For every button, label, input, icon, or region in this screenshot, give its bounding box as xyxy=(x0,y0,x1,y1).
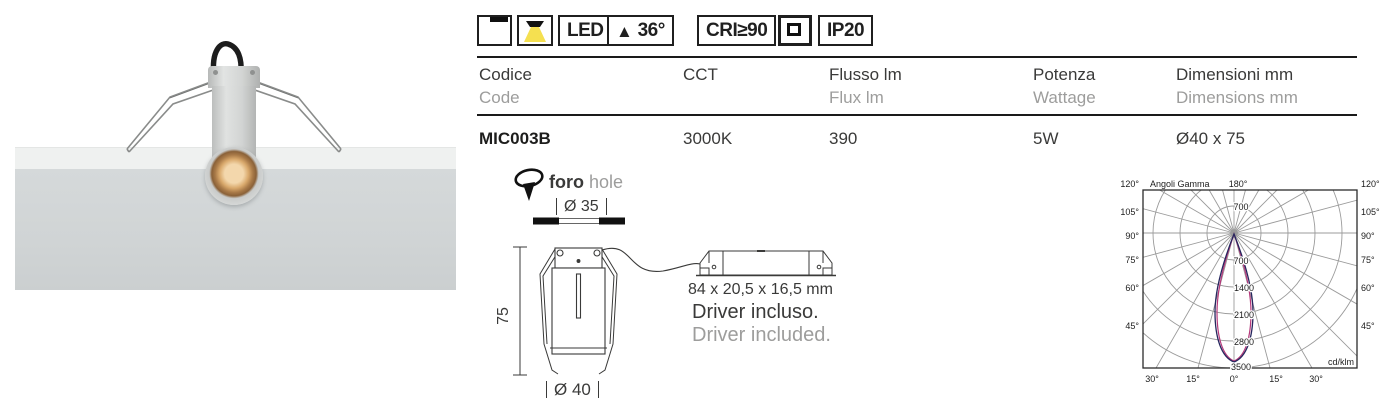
height-dim-label: 75 xyxy=(495,307,512,325)
angle-label-15-bl: 15° xyxy=(1186,374,1200,384)
technical-drawing: 75 xyxy=(495,246,836,376)
driver-note-it: Driver incluso. xyxy=(692,301,819,323)
header-dimensions: Dimensions mm xyxy=(1176,88,1298,107)
recessed-mount-icon xyxy=(477,15,512,46)
angle-label-60-left: 60° xyxy=(1125,283,1139,293)
cri-badge: CRI≥90 xyxy=(697,15,777,46)
table-row: MIC003B 3000K 390 5W Ø40 x 75 xyxy=(477,116,1357,149)
photometric-polar-chart: 120° Angoli Gamma 180° 120° 105° 90° 75°… xyxy=(1120,179,1380,384)
power-cable xyxy=(210,40,244,77)
hole-diameter-dim: Ø 35 xyxy=(556,198,607,215)
height-dimension-line xyxy=(513,246,527,376)
panel-section-with-hole xyxy=(533,217,625,225)
hole-label-it: foro xyxy=(549,172,584,192)
drawing-fixture xyxy=(550,247,607,355)
angle-label-15-br: 15° xyxy=(1269,374,1283,384)
angle-label-75-left: 75° xyxy=(1125,255,1139,265)
radial-tick-2100: 2100 xyxy=(1234,310,1254,320)
header-wattage: Wattage xyxy=(1033,88,1096,107)
hole-label-en: hole xyxy=(589,172,624,192)
fixture-cap xyxy=(208,66,260,88)
angle-label-120-right-top: 120° xyxy=(1361,179,1380,189)
angle-label-90-left: 90° xyxy=(1125,231,1139,241)
header-code: Code xyxy=(479,88,520,107)
beam-curve-c0 xyxy=(1214,232,1254,363)
angle-label-30-bl: 30° xyxy=(1145,374,1159,384)
chart-border xyxy=(1142,189,1358,369)
header-codice: Codice xyxy=(479,65,532,84)
led-badge: LED xyxy=(558,15,613,46)
beam-curve-c90 xyxy=(1216,232,1252,362)
angle-label-30-br: 30° xyxy=(1309,374,1323,384)
col-potenza: Potenza Wattage xyxy=(1033,63,1176,108)
radial-tick-700: 700 xyxy=(1233,256,1248,266)
class-ii-inner-square xyxy=(787,23,801,36)
angle-label-75-right: 75° xyxy=(1361,255,1375,265)
hole-label: foro hole xyxy=(549,172,623,193)
hole-drill-icon xyxy=(514,168,544,201)
radial-tick-1400: 1400 xyxy=(1234,283,1254,293)
angle-label-120-left-top: 120° xyxy=(1120,179,1139,189)
ip-badge: IP20 xyxy=(818,15,874,46)
angle-label-105-right: 105° xyxy=(1361,207,1380,217)
triangle-icon: ▲ xyxy=(616,22,633,41)
spec-table-header: Codice Code CCT Flusso lm Flux lm Potenz… xyxy=(477,56,1357,116)
angle-label-60-right: 60° xyxy=(1361,283,1375,293)
header-potenza: Potenza xyxy=(1033,65,1096,84)
class-ii-double-insulation-icon xyxy=(778,15,812,46)
radial-tick-2800: 2800 xyxy=(1234,337,1254,347)
cap-screw-left xyxy=(213,70,218,75)
header-cct-sub xyxy=(683,87,829,108)
drawing-spring-clips xyxy=(539,248,618,375)
driver-note-en: Driver included. xyxy=(692,324,831,346)
cell-cct: 3000K xyxy=(683,129,733,148)
cell-code: MIC003B xyxy=(479,129,551,148)
spec-table: Codice Code CCT Flusso lm Flux lm Potenz… xyxy=(477,56,1357,149)
angle-label-90-right: 90° xyxy=(1361,231,1375,241)
angle-label-45-left: 45° xyxy=(1125,321,1139,331)
cap-screw-right xyxy=(250,70,255,75)
beam-angle-badge: ▲ 36° xyxy=(607,15,674,46)
angle-label-180-top: 180° xyxy=(1229,179,1248,189)
radial-tick-700-up: 700 xyxy=(1233,202,1248,212)
col-cct: CCT xyxy=(683,63,829,108)
diameter-dim: Ø 40 xyxy=(546,381,599,398)
chart-unit-label: cd/klm xyxy=(1328,357,1354,367)
radial-tick-3500: 3500 xyxy=(1231,362,1251,372)
chart-title: Angoli Gamma xyxy=(1150,179,1210,189)
angle-label-0-bottom: 0° xyxy=(1230,374,1239,384)
cell-dimensions: Ø40 x 75 xyxy=(1176,129,1245,148)
recessed-downlight-beam-icon xyxy=(517,15,553,46)
product-photo xyxy=(0,0,470,300)
drawing-driver-box xyxy=(696,250,836,277)
cell-flux: 390 xyxy=(829,129,858,148)
col-flusso: Flusso lm Flux lm xyxy=(829,63,1033,108)
polar-grid xyxy=(1143,190,1357,368)
beam-glyph xyxy=(524,21,546,42)
fixture-trim-glow xyxy=(205,147,263,205)
header-flux: Flux lm xyxy=(829,88,884,107)
beam-angle-value: 36° xyxy=(637,20,666,41)
recess-bar-glyph xyxy=(490,17,509,22)
drawing-wire xyxy=(601,247,701,272)
driver-size-label: 84 x 20,5 x 16,5 mm xyxy=(688,281,833,298)
cell-wattage: 5W xyxy=(1033,129,1059,148)
angle-label-105-left: 105° xyxy=(1120,207,1139,217)
header-flusso: Flusso lm xyxy=(829,65,902,84)
col-dimensioni: Dimensioni mm Dimensions mm xyxy=(1176,63,1357,108)
header-cct: CCT xyxy=(683,65,718,84)
col-codice: Codice Code xyxy=(479,63,683,108)
header-dimensioni: Dimensioni mm xyxy=(1176,65,1294,84)
angle-label-45-right: 45° xyxy=(1361,321,1375,331)
